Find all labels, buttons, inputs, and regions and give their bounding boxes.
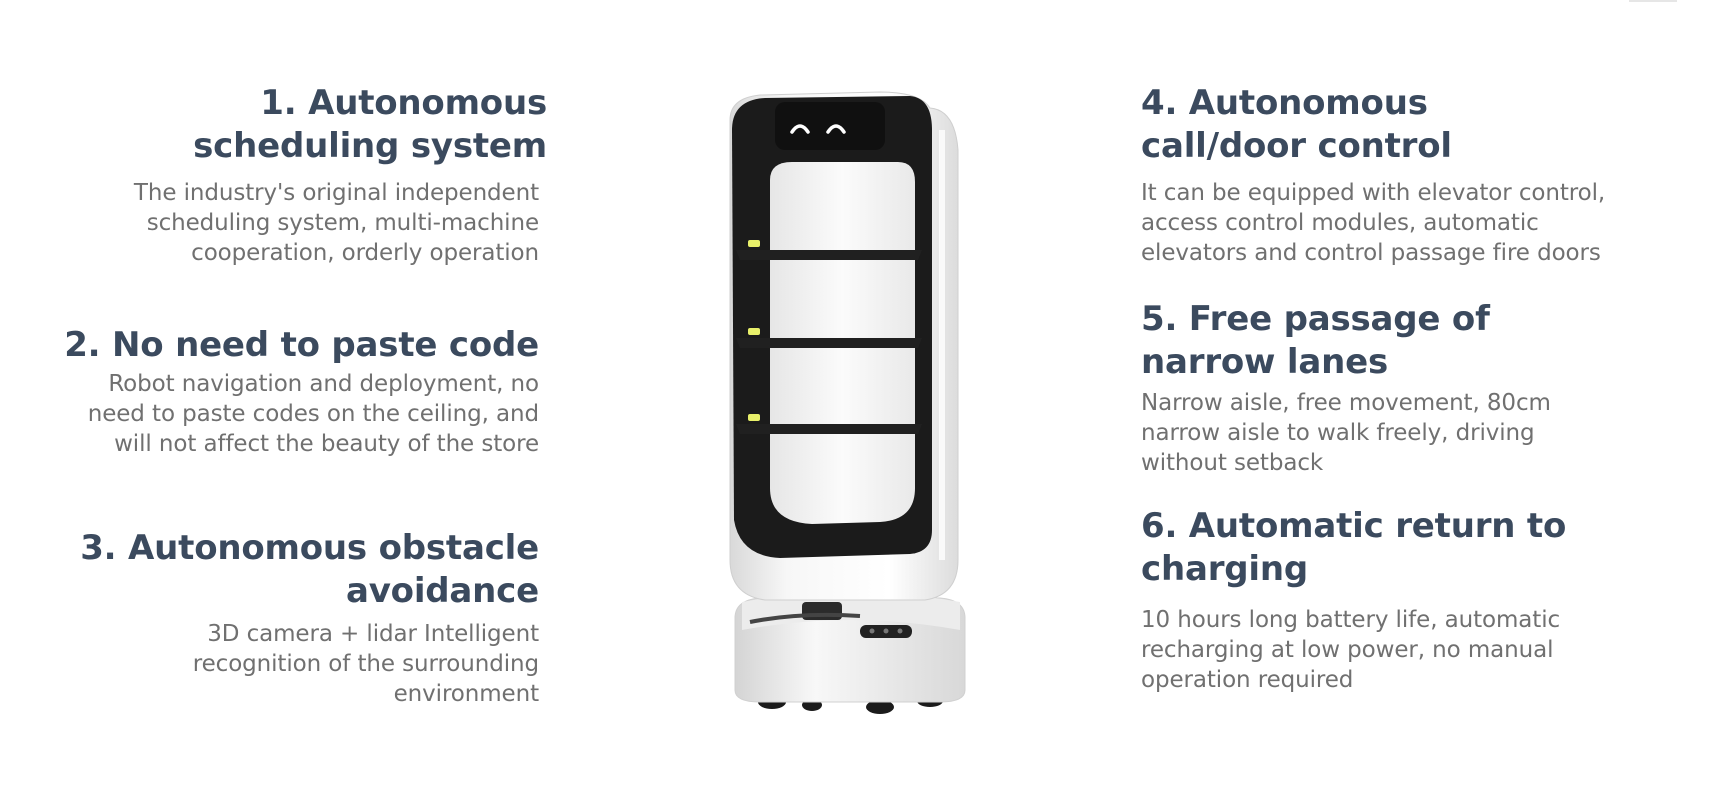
feature-5: 5. Free passage of narrow lanes Narrow a… xyxy=(1141,298,1551,478)
indicator-light xyxy=(748,414,760,421)
feature-description: It can be equipped with elevator control… xyxy=(1141,180,1606,266)
feature-description: 3D camera + lidar Intelligent recognitio… xyxy=(192,621,539,707)
lidar-window xyxy=(802,602,842,620)
robot-eye-right xyxy=(826,124,846,134)
indicator-light xyxy=(748,240,760,247)
feature-title: 6. Automatic return to charging xyxy=(1141,506,1567,589)
sensor-dot xyxy=(869,628,875,634)
tray-1 xyxy=(736,250,922,260)
feature-title: 1. Autonomous scheduling system xyxy=(193,83,547,166)
base-bumper-shadow xyxy=(749,612,861,624)
robot-illustration xyxy=(729,91,966,714)
feature-6: 6. Automatic return to charging 10 hours… xyxy=(1141,505,1566,695)
feature-2: 2. No need to paste code Robot navigatio… xyxy=(64,324,539,459)
base-top-ring xyxy=(742,592,960,630)
feature-description: 10 hours long battery life, automatic re… xyxy=(1141,607,1561,693)
feature-title: 5. Free passage of narrow lanes xyxy=(1141,299,1490,382)
feature-description: Robot navigation and deployment, no need… xyxy=(87,371,539,457)
delivery-robot-image xyxy=(720,90,990,720)
feature-description: Narrow aisle, free movement, 80cm narrow… xyxy=(1141,390,1551,476)
sensor-dot xyxy=(883,628,889,634)
feature-description: The industry's original independent sche… xyxy=(133,180,539,266)
sensor-dot xyxy=(897,628,903,634)
tray-3 xyxy=(736,424,922,434)
robot-base xyxy=(734,597,966,703)
feature-1: 1. Autonomous scheduling system The indu… xyxy=(134,82,547,268)
feature-3: 3. Autonomous obstacle avoidance 3D came… xyxy=(80,527,539,709)
robot-eye-left xyxy=(790,124,810,134)
wheel xyxy=(866,700,894,714)
feature-title: 2. No need to paste code xyxy=(64,325,539,365)
feature-title: 4. Autonomous call/door control xyxy=(1141,83,1452,166)
face-display xyxy=(775,102,885,150)
feature-4: 4. Autonomous call/door control It can b… xyxy=(1141,82,1605,268)
corner-mark xyxy=(1629,0,1677,2)
tray-2 xyxy=(736,338,922,348)
feature-title: 3. Autonomous obstacle avoidance xyxy=(80,528,539,611)
indicator-light xyxy=(748,328,760,335)
